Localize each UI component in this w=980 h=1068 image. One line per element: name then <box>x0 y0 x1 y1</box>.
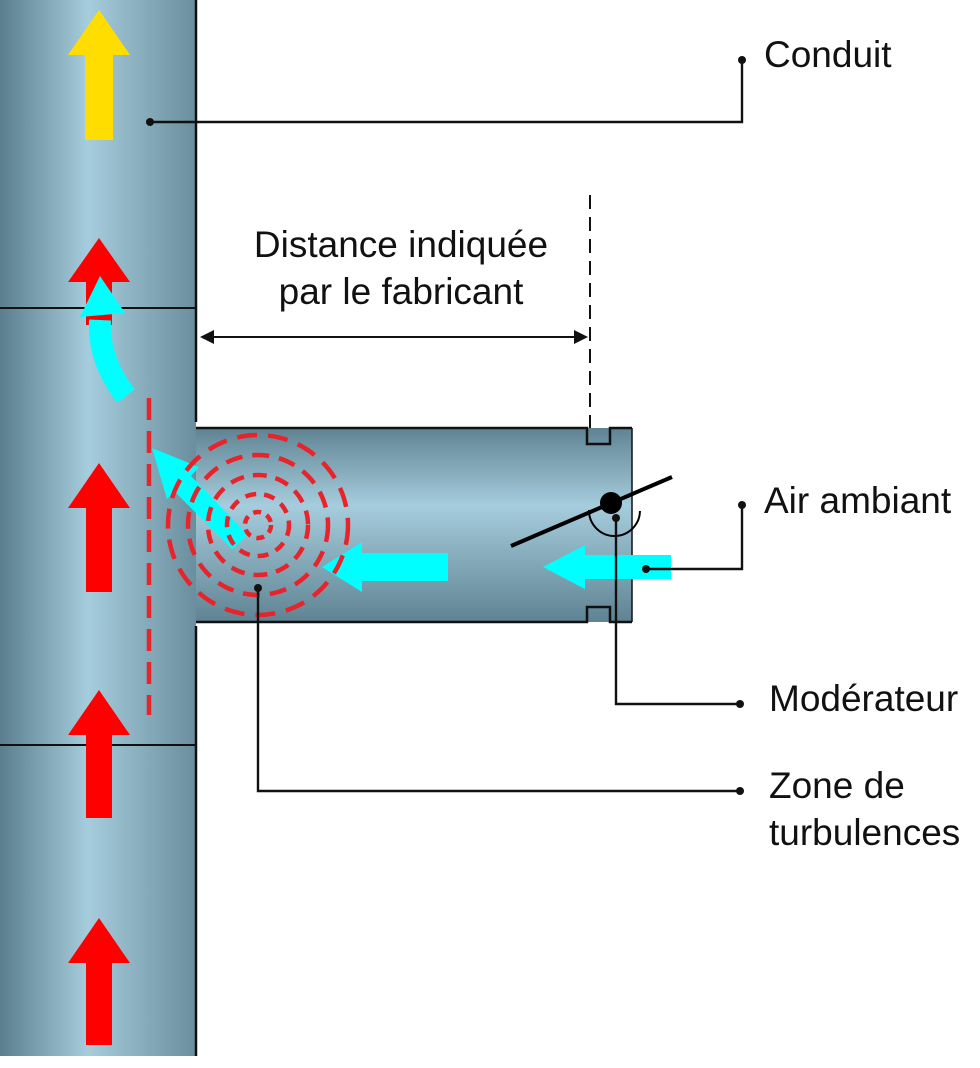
flue-arrow-up <box>68 690 130 818</box>
distance-dimension <box>200 195 591 428</box>
label-conduit: Conduit <box>764 34 892 75</box>
label-zone-line1: Zone de <box>769 765 905 806</box>
label-air-ambiant: Air ambiant <box>764 480 952 521</box>
leader-lines <box>146 56 746 795</box>
label-moderateur: Modérateur <box>769 678 958 719</box>
label-zone-line2: turbulences <box>769 812 960 853</box>
air-arrow-inside <box>322 542 448 592</box>
labels: Conduit Distance indiquée par le fabrica… <box>254 34 960 853</box>
label-distance-line2: par le fabricant <box>279 271 524 312</box>
damper-regulator <box>510 475 673 548</box>
flue-arrow-up <box>68 463 130 592</box>
flue-arrow-up <box>68 918 130 1045</box>
label-distance-line1: Distance indiquée <box>254 224 548 265</box>
exit-flow-arrow <box>68 10 130 140</box>
air-arrow-curving-up <box>80 276 135 403</box>
air-arrow-mixing <box>152 448 248 549</box>
air-arrow-entering <box>543 545 671 589</box>
ambient-air-arrows <box>80 276 671 592</box>
